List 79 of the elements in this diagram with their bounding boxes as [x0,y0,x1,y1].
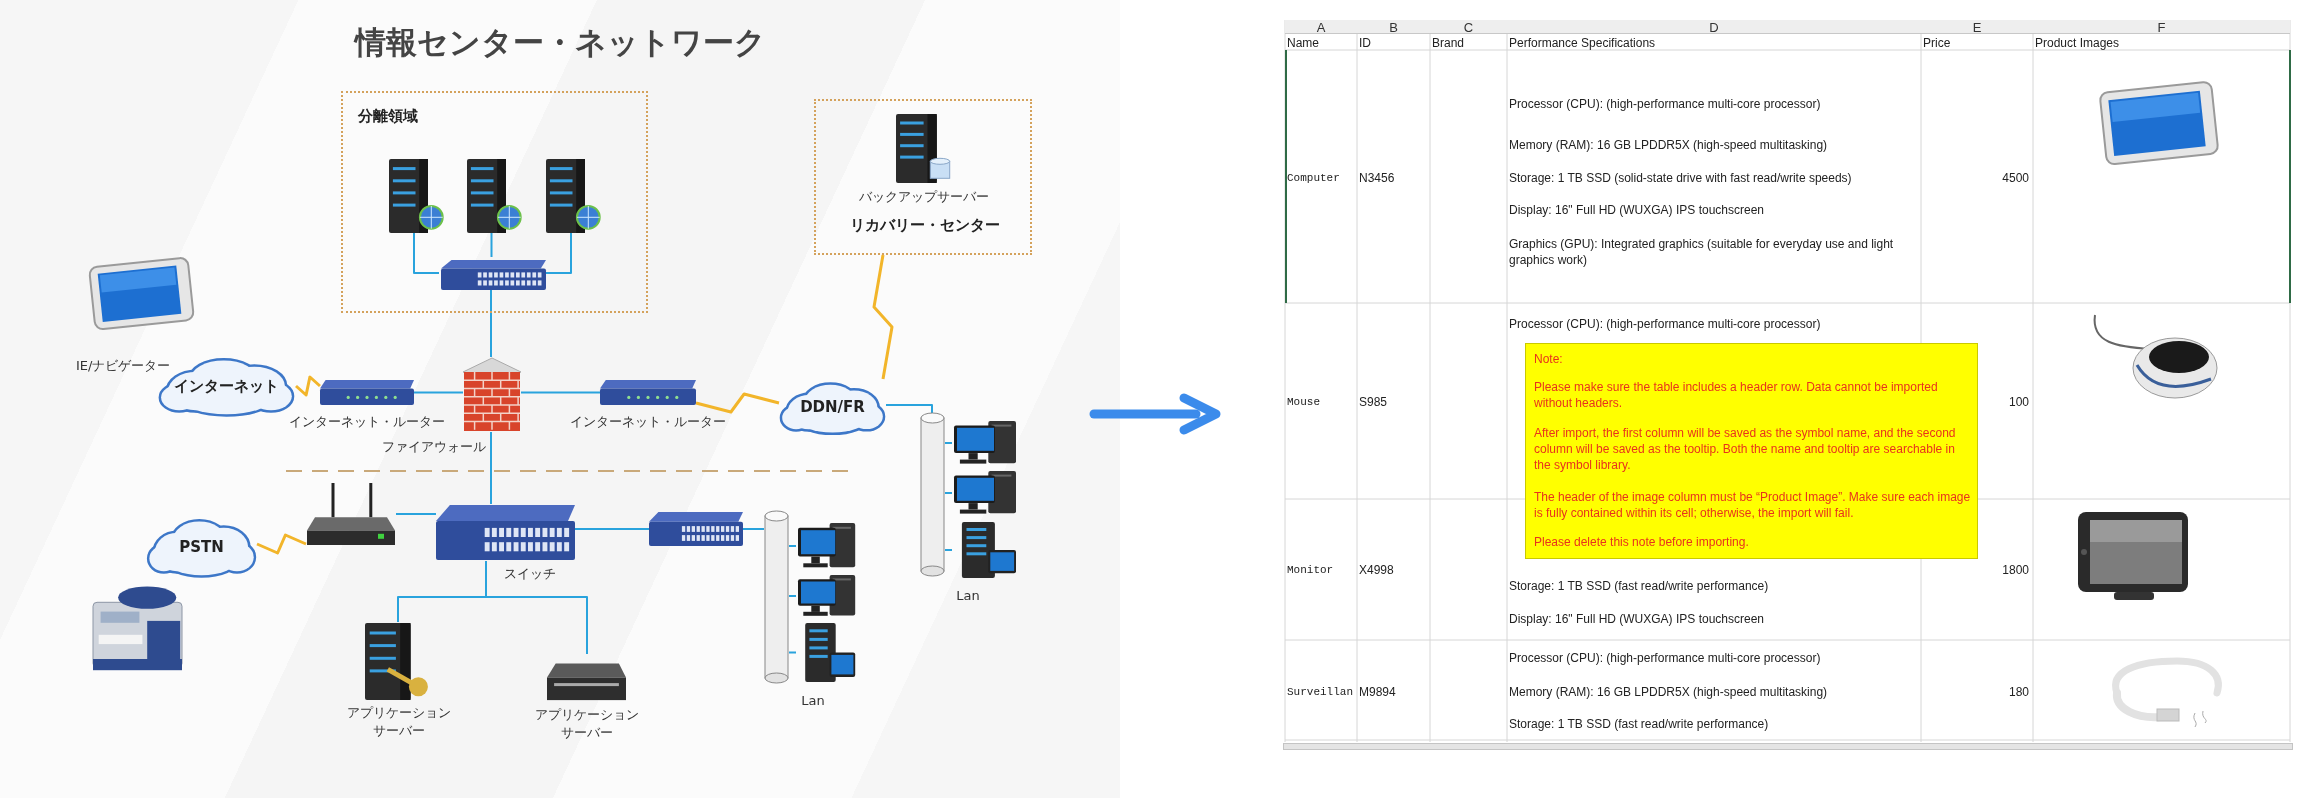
column-heading: Name [1287,35,1320,51]
lightning-link [256,533,307,555]
cloud-label: DDN/FR [799,397,866,417]
connector-line [490,431,492,505]
connector-line [395,513,437,515]
spec-text: Display: 16" Full HD (WUXGA) IPS touchscreen [1509,202,1765,218]
connector-line [944,549,953,551]
price-value: 100 [2007,394,2029,410]
column-heading: Brand [1432,35,1466,51]
column-letter: B [1388,20,1399,36]
note-text: Note: [1534,351,1564,367]
node-label: IE/ナビゲーター [76,357,172,375]
spec-text: Processor (CPU): (high-performance multi-core processor) [1509,96,1822,112]
item-id: N3456 [1359,170,1396,186]
connector-line [490,231,493,258]
spec-text: Display: 16" Full HD (WUXGA) IPS touchscreen [1509,611,1765,627]
spec-text: Storage: 1 TB SSD (fast read/write performance) [1509,578,1770,594]
connector-line [788,545,797,547]
connector-line [944,492,953,494]
node-label: Lan [955,587,981,605]
node-label: インターネット・ルーター [288,413,446,431]
node-label: ファイアウォール [381,438,486,456]
node-label: アプリケーションサーバー [534,706,640,742]
node-label: バックアップサーバー [857,188,990,206]
note-text: Please make sure the table includes a header row. Data cannot be imported without headers. [1534,379,1939,411]
node-label: Lan [800,692,826,710]
node-label: スイッチ [503,565,557,583]
group-title: リカバリー・センター [849,215,1001,235]
group-title: 分離領域 [358,106,419,126]
item-id: X4998 [1359,562,1395,578]
column-heading: Price [1923,35,1952,51]
price-value: 180 [2007,684,2029,700]
column-letter: D [1708,20,1720,36]
price-value: 1800 [2001,562,2029,578]
connector-line [413,231,440,274]
item-name: Surveillan [1287,685,1354,700]
note-text: The header of the image column must be “Product Image”. Make sure each image is fully contained within its cell; otherwise, the import will fail. [1534,489,1971,521]
connector-line [485,560,588,655]
dashed-group-box [814,99,1032,255]
note-text: Please delete this note before importing. [1534,534,1750,550]
column-heading: ID [1359,35,1372,51]
connector-line [944,442,953,444]
column-letter: A [1315,20,1327,36]
connector-line [490,288,492,358]
cloud-label: PSTN [178,537,225,557]
item-name: Monitor [1287,563,1335,578]
column-letter: E [1971,20,1983,36]
column-heading: Product Images [2035,35,2121,51]
column-letter: F [2156,20,2167,36]
lightning-link [695,392,780,414]
item-name: Mouse [1287,395,1321,410]
column-letter: C [1462,20,1475,36]
spec-text: Storage: 1 TB SSD (fast read/write performance) [1509,716,1770,732]
column-heading: Performance Specifications [1509,35,1657,51]
connector-line [413,391,464,394]
note-text: After import, the first column will be saved as the symbol name, and the second column will be saved as the tooltip. Both the name and tooltip are searchable in the symbol library. [1534,425,1957,473]
spec-text: Graphics (GPU): Integrated graphics (suitable for everyday use and light graphics work) [1509,236,1895,268]
connector-line [788,595,797,597]
item-id: S985 [1359,394,1389,410]
item-id: M9894 [1359,684,1397,700]
cloud-label: インターネット [173,376,280,396]
node-label: アプリケーションサーバー [346,704,452,740]
connector-line [574,528,650,530]
connector-line [520,391,601,394]
spec-text: Processor (CPU): (high-performance multi-core processor) [1509,316,1822,332]
item-name: Computer [1287,171,1341,186]
connector-line [885,404,933,414]
diagram-title: 情報センター・ネットワーク [352,23,767,62]
spec-text: Memory (RAM): 16 GB LPDDR5X (high-speed multitasking) [1509,137,1829,153]
spec-text: Memory (RAM): 16 GB LPDDR5X (high-speed multitasking) [1509,684,1829,700]
lightning-link [295,375,321,397]
node-label: インターネット・ルーター [569,413,727,431]
price-value: 4500 [2001,170,2029,186]
connector-line [742,528,765,530]
spec-text: Storage: 1 TB SSD (solid-state drive with fast read/write speeds) [1509,170,1853,186]
connector-line [788,651,797,654]
spec-text: Processor (CPU): (high-performance multi-core processor) [1509,650,1822,666]
lightning-link [872,254,894,380]
dashed-group-box [341,91,648,313]
